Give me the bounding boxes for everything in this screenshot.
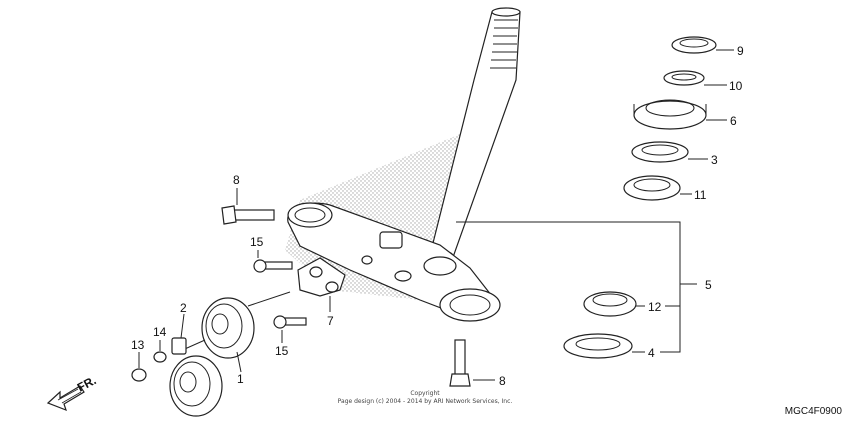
bearing-11 bbox=[623, 175, 681, 201]
horn-lower bbox=[169, 339, 223, 417]
bolt-15-upper bbox=[253, 259, 293, 273]
callout-15-lower: 15 bbox=[275, 344, 289, 358]
callout-14: 14 bbox=[153, 325, 167, 339]
adjusting-nut-6 bbox=[633, 99, 707, 130]
lock-washer-10 bbox=[663, 70, 705, 86]
dust-seal-3 bbox=[631, 141, 689, 163]
callout-9: 9 bbox=[737, 44, 744, 58]
race-4 bbox=[563, 333, 633, 359]
copyright-line-1: Copyright bbox=[410, 390, 440, 397]
bolt-upper bbox=[221, 205, 275, 225]
callout-4: 4 bbox=[648, 346, 655, 360]
lock-nut-9 bbox=[671, 36, 717, 54]
callout-6: 6 bbox=[730, 114, 737, 128]
callout-7: 7 bbox=[327, 314, 334, 328]
nut-13 bbox=[131, 368, 147, 382]
washer-14 bbox=[153, 351, 167, 363]
callout-5: 5 bbox=[705, 278, 712, 292]
bearing-12 bbox=[583, 291, 637, 317]
copyright-line-2: Page design (c) 2004 - 2014 by ARI Netwo… bbox=[338, 398, 513, 405]
diagram-code: MGC4F0900 bbox=[785, 406, 843, 417]
callout-2: 2 bbox=[180, 301, 187, 315]
callout-8-upper: 8 bbox=[233, 173, 240, 187]
bolt-lower bbox=[449, 339, 471, 387]
horn-mount-plate bbox=[171, 337, 187, 355]
steering-stem-shaft bbox=[428, 7, 521, 262]
callout-12: 12 bbox=[648, 300, 662, 314]
callout-13: 13 bbox=[131, 338, 145, 352]
front-direction-arrow-icon bbox=[46, 385, 85, 412]
callout-1: 1 bbox=[237, 372, 244, 386]
callout-3: 3 bbox=[711, 153, 718, 167]
horn-upper bbox=[201, 291, 291, 359]
callout-15-upper: 15 bbox=[250, 235, 264, 249]
bolt-15-lower bbox=[273, 315, 307, 329]
bottom-bridge bbox=[287, 202, 501, 322]
callout-8-lower: 8 bbox=[499, 374, 506, 388]
horn-bracket bbox=[297, 257, 346, 297]
callout-11: 11 bbox=[694, 188, 707, 202]
leader-lines bbox=[138, 49, 734, 381]
callout-10: 10 bbox=[729, 79, 743, 93]
